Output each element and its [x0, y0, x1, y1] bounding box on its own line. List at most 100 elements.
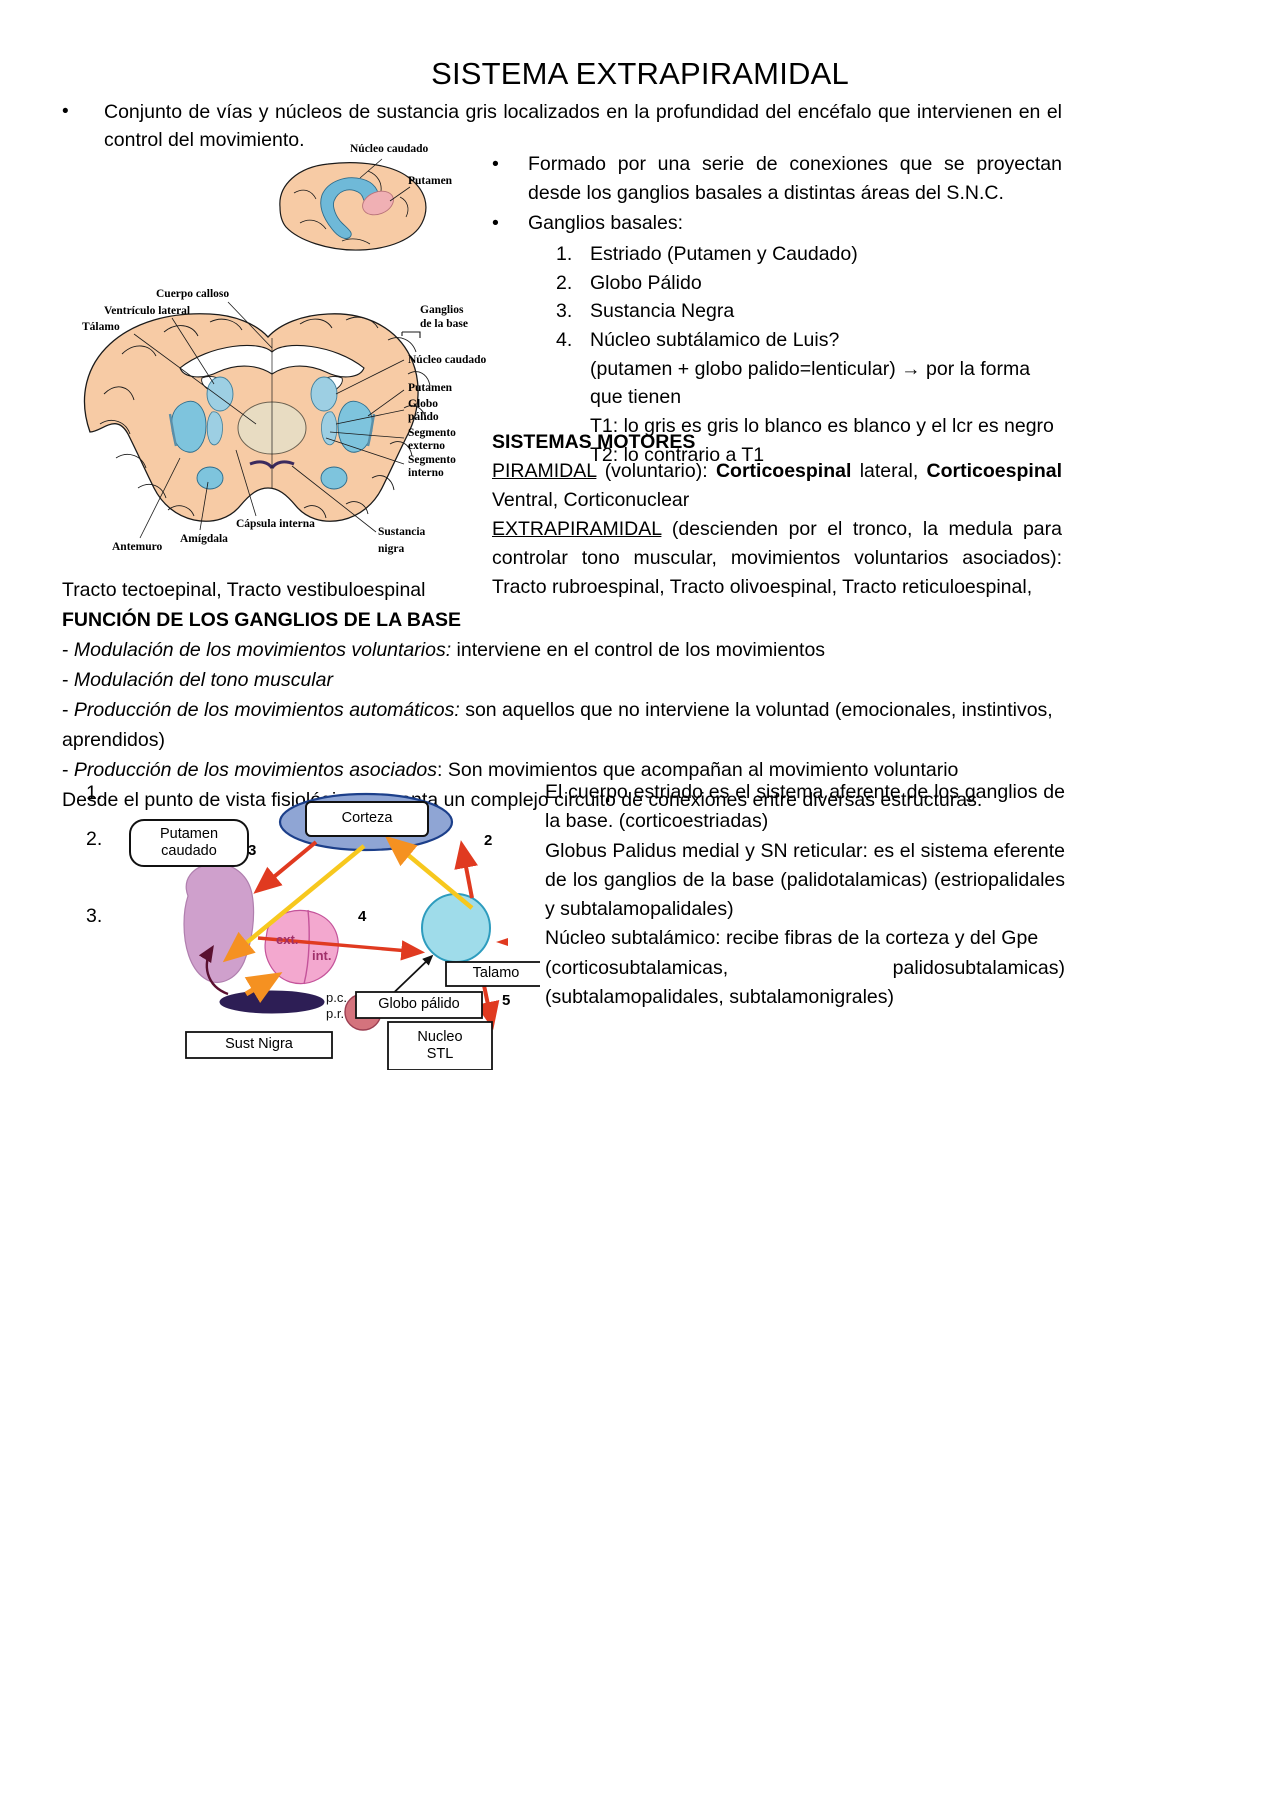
intro-text: Conjunto de vías y núcleos de sustancia …: [104, 101, 1062, 152]
sistemas-motores-heading: SISTEMAS MOTORES: [492, 431, 696, 453]
fig2-label-antemuro: Antemuro: [112, 541, 163, 553]
fig2-label-ganglios: Ganglios: [420, 304, 464, 316]
fig2-label-amigdala: Amígdala: [180, 533, 228, 545]
dash: -: [62, 669, 74, 692]
fig2-label-globo: Globo: [408, 398, 439, 410]
right-column-list: • Formado por una serie de conexiones qu…: [492, 150, 1062, 469]
bottom-p5: (subtalamopalidales, subtalamonigrales): [545, 985, 895, 1008]
lateral-brain-svg: [279, 158, 427, 251]
list-text: Sustancia Negra: [590, 300, 735, 323]
diagram-label-pr: p.r.: [326, 1006, 345, 1021]
diagram-box-globo-palido: Globo pálido: [378, 996, 460, 1013]
bottom-marker-3: 3.: [86, 905, 103, 927]
coronal-section-svg: [83, 301, 431, 539]
dash: -: [62, 759, 74, 782]
funcion-item-2-italic: Modulación del tono muscular: [73, 669, 333, 692]
ganglios-basales-list: 1. Estriado (Putamen y Caudado) 2. Globo…: [492, 240, 1062, 355]
diagram-number-5: 5: [502, 992, 511, 1009]
list-item: 1. Estriado (Putamen y Caudado): [492, 240, 1062, 269]
piramidal-rest-1: (voluntario):: [596, 460, 716, 483]
circuit-diagram-svg: [129, 792, 547, 1071]
funcion-item-1-italic: Modulación de los movimientos voluntario…: [73, 639, 452, 662]
fig2-label-nucleo-caudado: Núcleo caudado: [408, 354, 487, 366]
diagram-label-ext: ext.: [276, 932, 299, 947]
intro-bullet: • Conjunto de vías y núcleos de sustanci…: [62, 98, 1062, 155]
corticoespinal-bold-1: Corticoespinal: [715, 460, 852, 483]
bottom-p3: Núcleo subtalámico: recibe fibras de la …: [545, 927, 1039, 950]
diagram-number-2: 2: [484, 832, 493, 849]
funcion-item-3-italic: Producción de los movimientos automático…: [73, 699, 460, 722]
fig2-label-segmento-2: Segmento: [408, 454, 456, 466]
figure-circuit-diagram: Corteza Putamen caudado Talamo Globo pál…: [120, 780, 547, 1071]
note-t1: T1: lo gris es gris lo blanco es blanco …: [590, 414, 1054, 437]
tractos-line: Tracto tectoepinal, Tracto vestibuloespi…: [62, 579, 426, 601]
funcion-item-4-rest: : Son movimientos que acompañan al movim…: [437, 759, 959, 782]
funcion-heading: FUNCIÓN DE LOS GANGLIOS DE LA BASE: [62, 609, 462, 632]
bullet-glyph: •: [492, 153, 499, 175]
diagram-number-4: 4: [358, 908, 367, 925]
list-item: 4. Núcleo subtálamico de Luis?: [492, 326, 1062, 355]
fig2-label-palido: pálido: [408, 411, 439, 423]
funcion-item-3: - Producción de los movimientos automáti…: [62, 695, 1070, 755]
list-item: 3. Sustancia Negra: [492, 297, 1062, 326]
fig2-label-interno: interno: [408, 467, 444, 479]
extrapiramidal-text: (descienden por el tronco, la medula par…: [492, 517, 1062, 598]
page-title: SISTEMA EXTRAPIRAMIDAL: [431, 56, 849, 91]
funcion-item-4-italic: Producción de los movimientos asociados: [73, 759, 438, 782]
right-bullet-2: • Ganglios basales:: [492, 209, 1062, 238]
desde-line: Desde el punto de vista fisiológico pres…: [62, 789, 983, 812]
ganglios-notes: (putamen + globo palido=lenticular) → po…: [492, 355, 1062, 470]
diagram-box-sust-nigra: Sust Nigra: [225, 1036, 293, 1053]
fig2-label-capsula-interna: Cápsula interna: [236, 518, 315, 530]
diagram-box-corteza: Corteza: [341, 810, 393, 827]
diagram-box-putamen-caudado: Putamen caudado: [159, 825, 219, 859]
bottom-p4-left: (corticosubtalamicas,: [545, 956, 729, 979]
note-t2: T2: lo contrario a T1: [590, 443, 765, 466]
funcion-item-3-rest: son aquellos que no interviene la volunt…: [62, 699, 1053, 752]
diagram-box-talamo: Talamo: [472, 965, 520, 982]
bottom-marker-2: 2.: [86, 828, 103, 850]
fig2-label-ventriculo-lateral: Ventrículo lateral: [104, 305, 191, 317]
bottom-p1: El cuerpo estriado es el sistema aferent…: [545, 781, 1065, 833]
fig2-label-segmento-1: Segmento: [408, 427, 456, 439]
list-number: 1.: [556, 242, 573, 265]
fig2-label-talamo: Tálamo: [82, 321, 120, 333]
list-number: 4.: [556, 328, 573, 351]
diagram-number-3: 3: [248, 842, 257, 859]
fig2-label-putamen: Putamen: [408, 382, 453, 394]
figure-coronal-section: Cuerpo calloso Ventrículo lateral Tálamo…: [60, 282, 490, 572]
piramidal-label: PIRAMIDAL: [492, 460, 597, 483]
fig1-label-putamen: Putamen: [408, 175, 453, 187]
figure-lateral-brain: Núcleo caudado Putamen: [250, 143, 490, 265]
piramidal-paragraph: PIRAMIDAL (voluntario): Corticoespinal l…: [492, 457, 1062, 515]
list-text: Estriado (Putamen y Caudado): [590, 242, 858, 265]
fig2-label-externo: externo: [408, 440, 446, 452]
diagram-box-nucleo-stl: Nucleo STL: [417, 1028, 463, 1062]
note-lenticular: (putamen + globo palido=lenticular) → po…: [590, 357, 1031, 409]
fig2-label-cuerpo-calloso: Cuerpo calloso: [156, 288, 230, 300]
dash: -: [62, 639, 74, 662]
list-number: 2.: [556, 271, 573, 294]
right-bullet-1: • Formado por una serie de conexiones qu…: [492, 150, 1062, 207]
bottom-p2: Globus Palidus medial y SN reticular: es…: [545, 839, 1065, 921]
funcion-item-4: - Producción de los movimientos asociado…: [62, 755, 1070, 785]
list-number: 3.: [556, 300, 573, 323]
right-bullet-2-text: Ganglios basales:: [528, 212, 684, 235]
fig2-label-de-la-base: de la base: [420, 318, 468, 330]
funcion-item-2: - Modulación del tono muscular: [62, 665, 1070, 695]
bottom-p4: (corticosubtalamicas, palidosubtalamicas…: [545, 954, 1065, 983]
funcion-item-1-rest: interviene en el control de los movimien…: [451, 639, 826, 662]
list-text: Núcleo subtálamico de Luis?: [590, 328, 840, 351]
bottom-p4-right: palidosubtalamicas): [892, 956, 1065, 979]
bottom-right-column: El cuerpo estriado es el sistema aferent…: [545, 778, 1065, 1012]
diagram-label-int: int.: [312, 948, 332, 963]
piramidal-mid: lateral,: [851, 460, 927, 483]
funcion-item-1: - Modulación de los movimientos voluntar…: [62, 635, 1070, 665]
piramidal-rest-2: Ventral, Corticonuclear: [492, 489, 690, 512]
corticoespinal-bold-2: Corticoespinal: [926, 460, 1062, 483]
list-item: 2. Globo Pálido: [492, 269, 1062, 298]
extrapiramidal-label: EXTRAPIRAMIDAL: [492, 517, 662, 540]
diagram-label-pc: p.c.: [326, 990, 347, 1005]
bottom-marker-1: 1.: [86, 782, 103, 804]
